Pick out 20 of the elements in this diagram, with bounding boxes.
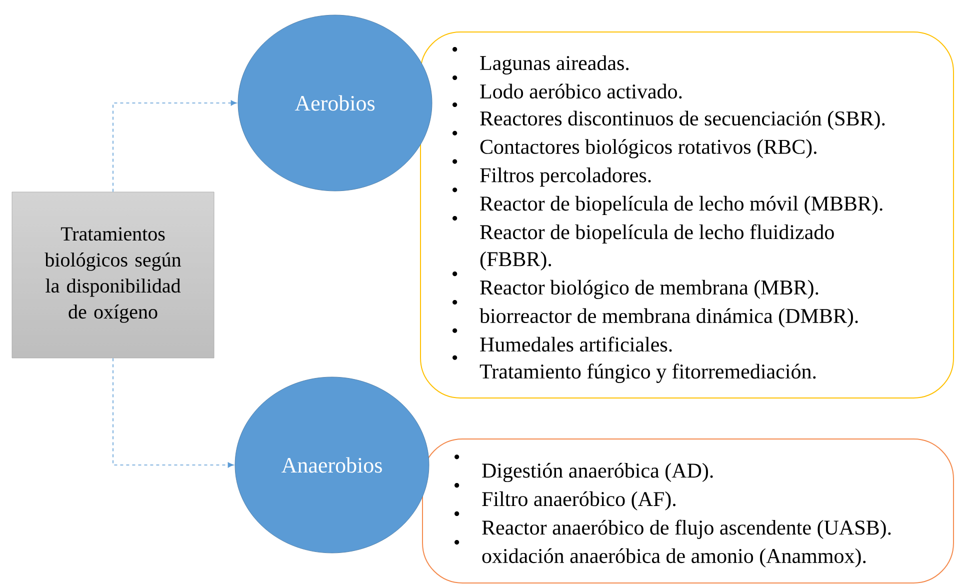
bullet-item: Tratamiento fúngico y fitorremediación. xyxy=(452,355,816,383)
bullet-item: Filtros percoladores. xyxy=(452,159,651,187)
list-panel xyxy=(420,32,954,398)
bullet-item: biorreactor de membrana dinámica (DMBR). xyxy=(452,300,858,328)
bullet-item: Lagunas aireadas. xyxy=(452,47,629,74)
bullet-item: Reactor de biopelícula de lecho móvil (MBBR). xyxy=(452,188,882,215)
bullet-item: Reactor anaeróbico de flujo ascendente (UASB). xyxy=(454,511,891,539)
bullet-item: Reactores discontinuos de secuenciación (SBR). xyxy=(452,102,885,130)
bullet-item: Lodo aeróbico activado. xyxy=(452,75,682,99)
bullet-item: Digestión anaeróbica (AD). xyxy=(454,454,713,482)
bullet-item: Contactores biológicos rotativos (RBC). xyxy=(452,130,816,158)
arrow xyxy=(112,358,234,468)
bullet-item: Reactor de biopelícula de lecho fluidizado (FBBR). xyxy=(452,216,834,271)
arrow xyxy=(112,100,237,192)
process-box: Tratamientos biológicos según la disponibilidad de oxígeno xyxy=(12,192,214,358)
bullet-item: Reactor biológico de membrana (MBR). xyxy=(452,272,818,299)
bullet-item: Humedales artificiales. xyxy=(452,328,672,352)
bullet-item: Filtro anaeróbico (AF). xyxy=(454,483,676,510)
list-panel xyxy=(422,438,954,584)
bullet-item: oxidación anaeróbica de amonio (Anammox). xyxy=(454,540,866,568)
